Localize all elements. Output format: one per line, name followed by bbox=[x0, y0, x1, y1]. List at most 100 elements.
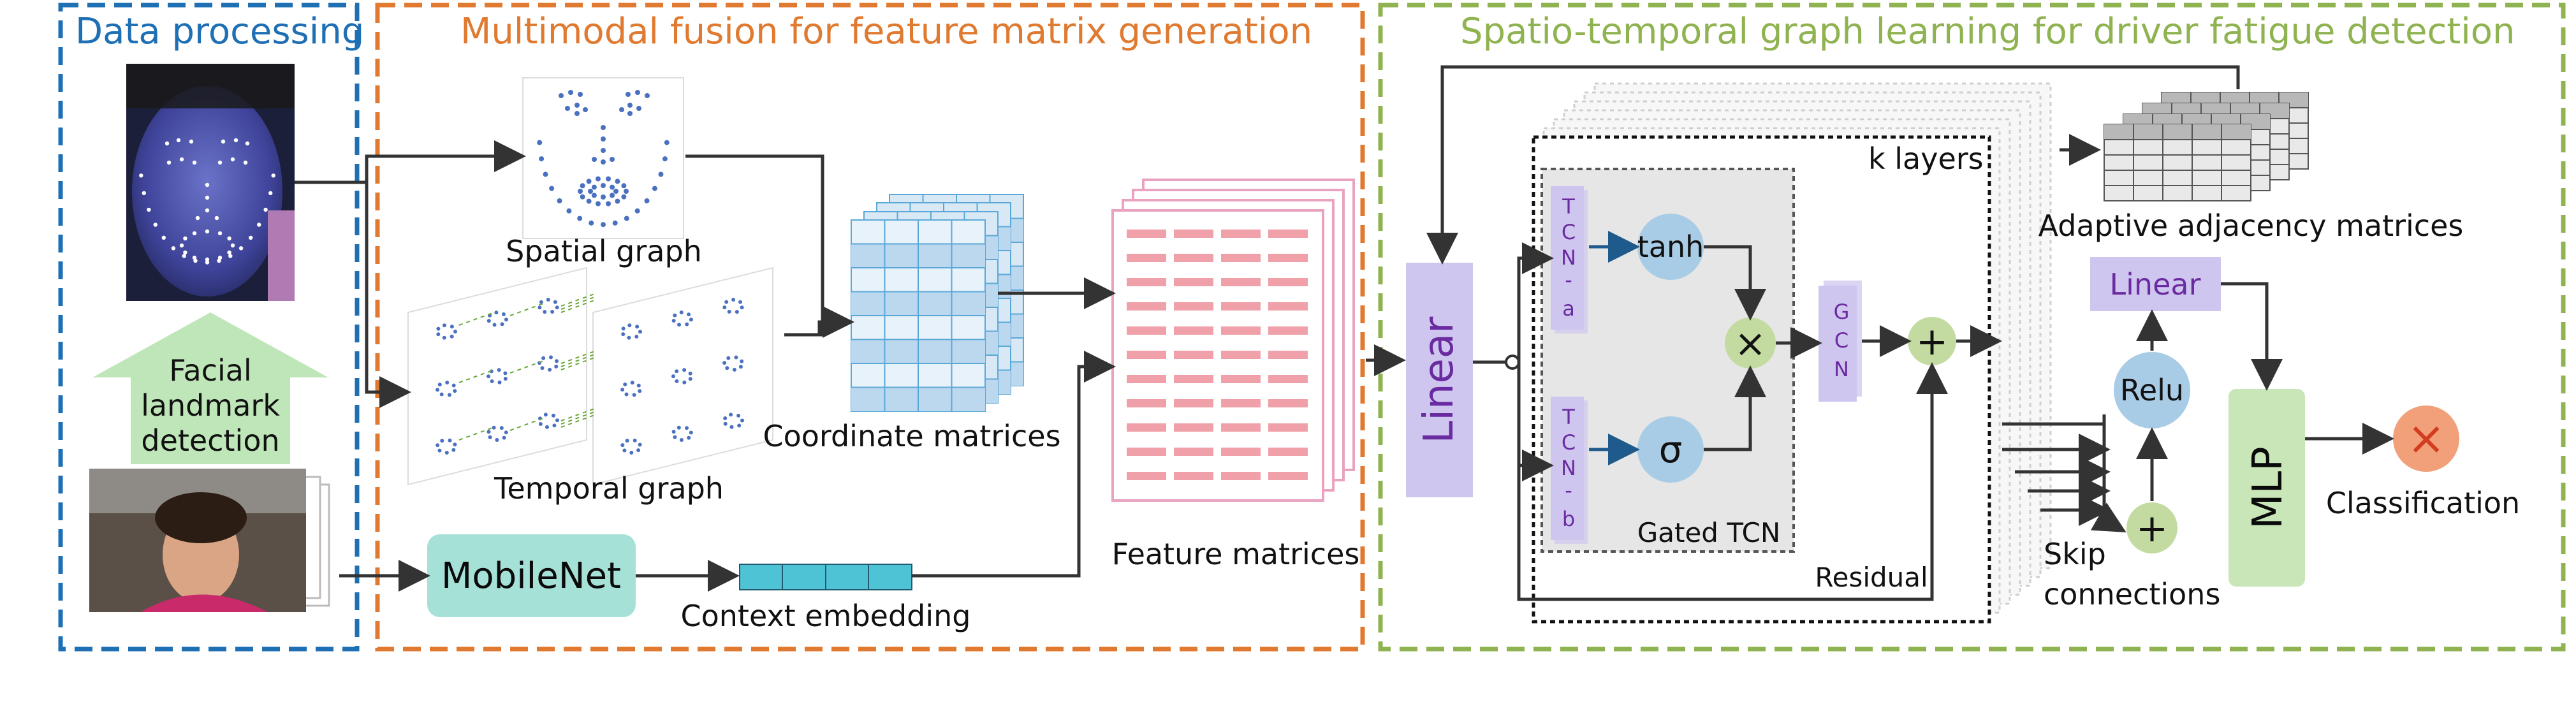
spatial-node bbox=[610, 193, 615, 198]
landmark-dot bbox=[179, 243, 184, 248]
context-embedding bbox=[739, 564, 912, 590]
temporal-node bbox=[550, 310, 555, 314]
landmark-dot bbox=[195, 216, 200, 221]
spatial-node bbox=[596, 176, 601, 182]
landmark-dot bbox=[153, 223, 157, 227]
landmark-dot bbox=[245, 141, 250, 146]
spatial-node bbox=[574, 111, 580, 116]
temporal-node bbox=[737, 423, 742, 428]
landmark-dot bbox=[192, 160, 197, 165]
temporal-node bbox=[437, 383, 442, 387]
landmark-dot bbox=[238, 246, 244, 251]
temporal-edge bbox=[509, 360, 546, 374]
spatial-node bbox=[539, 156, 545, 162]
spatial-node bbox=[635, 90, 640, 95]
spatial-node bbox=[652, 186, 657, 191]
spatial-node bbox=[565, 106, 570, 111]
spatial-node bbox=[627, 103, 633, 108]
temporal-node bbox=[500, 322, 504, 326]
temporal-node bbox=[442, 335, 446, 340]
spatial-node bbox=[619, 107, 624, 112]
gcn-box: G C N bbox=[1819, 281, 1862, 402]
temporal-node bbox=[436, 326, 441, 331]
feature-cell bbox=[1268, 423, 1308, 432]
spatial-node bbox=[592, 157, 597, 162]
relu-circle bbox=[2114, 352, 2190, 428]
temporal-node bbox=[451, 448, 456, 452]
spatial-node bbox=[662, 156, 668, 162]
temporal-node bbox=[677, 323, 681, 327]
landmark-detection-label-3: detection bbox=[141, 423, 279, 458]
spatial-node bbox=[591, 184, 597, 190]
spatial-node bbox=[624, 216, 629, 221]
temporal-node bbox=[727, 309, 731, 314]
temporal-node bbox=[633, 438, 637, 442]
spatial-node bbox=[601, 222, 606, 228]
temporal-node bbox=[447, 393, 451, 397]
temporal-node bbox=[495, 438, 499, 442]
context-embedding-label: Context embedding bbox=[681, 599, 971, 633]
temporal-graph bbox=[407, 267, 773, 486]
temporal-node bbox=[688, 377, 692, 381]
spatial-node bbox=[577, 216, 583, 221]
temporal-edge bbox=[458, 369, 495, 383]
feature-cell bbox=[1221, 375, 1261, 383]
spatial-graph bbox=[522, 77, 684, 239]
feature-cell bbox=[1127, 399, 1166, 407]
temporal-node bbox=[543, 413, 548, 417]
landmark-dot bbox=[243, 160, 248, 165]
temporal-node bbox=[503, 377, 508, 381]
feature-cell bbox=[1174, 423, 1213, 432]
mobilenet-label: MobileNet bbox=[441, 555, 621, 597]
multiply-label: × bbox=[1734, 321, 1766, 366]
feature-cell bbox=[1127, 351, 1166, 359]
landmark-dot bbox=[183, 236, 187, 241]
temporal-node bbox=[621, 326, 626, 331]
temporal-node bbox=[448, 438, 452, 442]
temporal-node bbox=[494, 311, 499, 315]
spatial-node bbox=[588, 189, 593, 194]
temporal-edge bbox=[509, 302, 546, 316]
temporal-node bbox=[623, 382, 627, 386]
spatial-node bbox=[658, 172, 664, 177]
temporal-node bbox=[679, 438, 684, 442]
temporal-edge bbox=[560, 293, 597, 307]
spatial-node bbox=[601, 183, 606, 188]
temporal-node bbox=[673, 313, 677, 318]
feature-cell bbox=[1174, 230, 1213, 238]
landmark-dot bbox=[179, 157, 184, 162]
feature-cell bbox=[1174, 375, 1213, 383]
feature-cell bbox=[1174, 472, 1213, 480]
temporal-node bbox=[499, 426, 504, 430]
tcn-b-ch-3: N bbox=[1561, 456, 1576, 480]
landmark-dot bbox=[147, 207, 151, 212]
landmark-dot bbox=[182, 254, 186, 258]
temporal-node bbox=[444, 451, 449, 455]
data-processing-frame bbox=[58, 3, 360, 652]
temporal-node bbox=[538, 422, 543, 426]
feature-matrices-label: Feature matrices bbox=[1112, 537, 1360, 571]
relu-label: Relu bbox=[2120, 373, 2184, 407]
spatial-node bbox=[557, 198, 562, 203]
temporal-node bbox=[735, 310, 739, 314]
tanh-label: tanh bbox=[1637, 230, 1704, 264]
spatial-node bbox=[645, 93, 650, 98]
landmark-dot bbox=[166, 160, 172, 165]
tcn-b-ch-1: T bbox=[1562, 405, 1575, 429]
temporal-node bbox=[638, 330, 642, 334]
temporal-node bbox=[632, 393, 636, 397]
temporal-node bbox=[487, 374, 490, 379]
temporal-node bbox=[445, 381, 450, 384]
spatial-node bbox=[601, 159, 606, 164]
spatial-node bbox=[621, 194, 627, 200]
coordinate-matrices-label: Coordinate matrices bbox=[763, 419, 1060, 453]
junction-to-tcn-a-wire bbox=[1517, 242, 1554, 362]
temporal-node bbox=[501, 312, 506, 316]
spatial-node bbox=[601, 194, 606, 200]
temporal-node bbox=[625, 439, 629, 443]
feature-cell bbox=[1127, 254, 1166, 262]
spatial-node bbox=[566, 208, 572, 214]
feature-cell bbox=[1174, 254, 1213, 262]
temporal-edge bbox=[560, 356, 597, 370]
classification-label: Classification bbox=[2326, 486, 2520, 520]
